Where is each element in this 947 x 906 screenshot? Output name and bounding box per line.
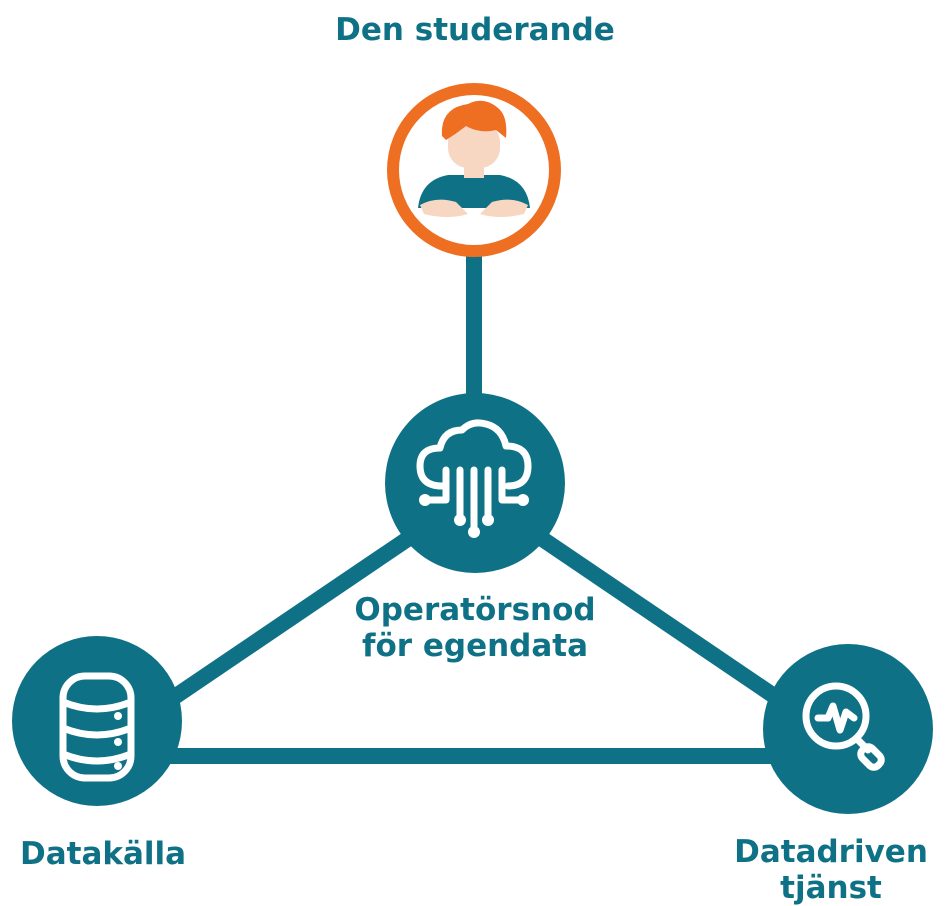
operator-label-line-2: för egendata [361, 628, 589, 664]
database-icon [59, 672, 135, 782]
student-label: Den studerande [335, 12, 615, 48]
edge-operator-source [165, 529, 417, 707]
operator-node [385, 393, 565, 573]
service-label-line-1: Datadriven [734, 834, 928, 870]
person-icon [418, 100, 530, 217]
operator-label-line-1: Operatörsnod [354, 592, 596, 628]
service-label: Datadriven tjänst [715, 834, 947, 906]
cloud-network-icon [416, 419, 532, 532]
edge-operator-service [533, 529, 785, 707]
service-node [763, 644, 933, 814]
operator-label: Operatörsnod för egendata [325, 592, 625, 664]
service-label-line-2: tjänst [780, 870, 882, 906]
analytics-search-icon [802, 682, 885, 771]
source-node [12, 636, 182, 806]
source-label: Datakälla [20, 836, 187, 872]
cloud-network-dots [419, 494, 529, 538]
student-node [387, 83, 561, 257]
connectors [150, 250, 790, 764]
